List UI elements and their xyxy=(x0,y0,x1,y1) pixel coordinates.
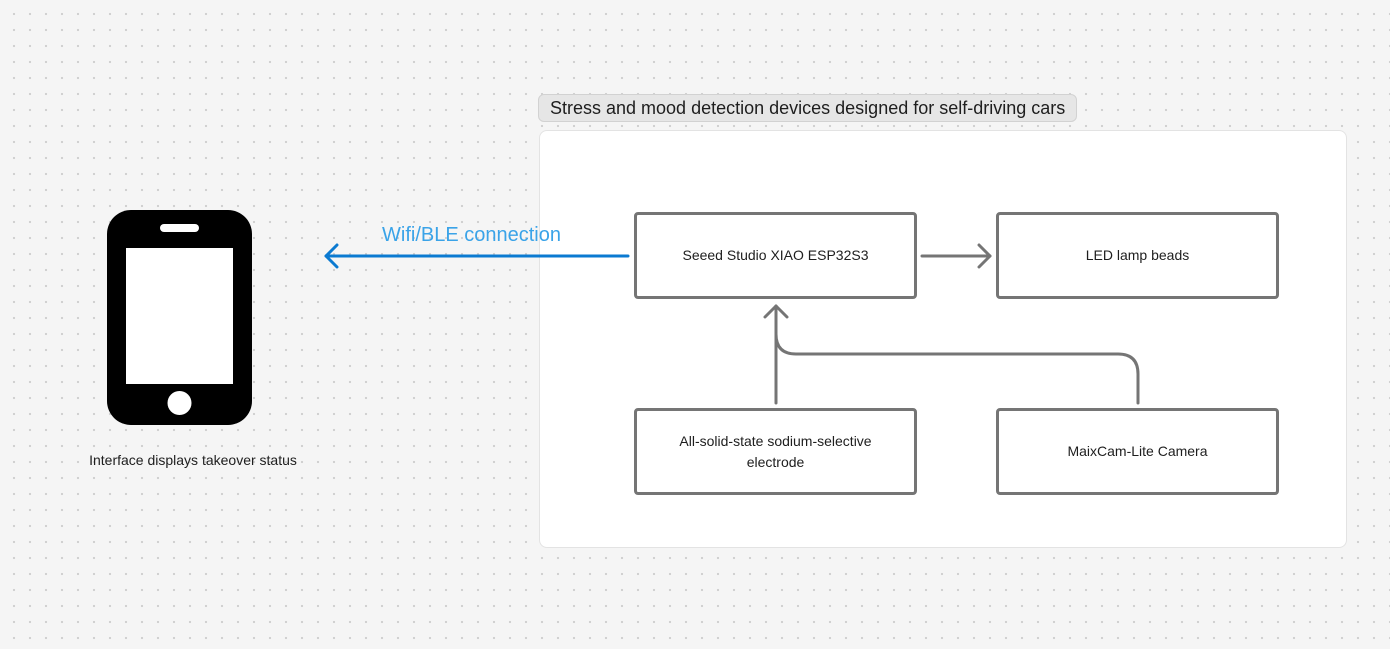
node-xiao-esp32s3[interactable]: Seeed Studio XIAO ESP32S3 xyxy=(634,212,917,299)
arrow-wireless-to-phone xyxy=(324,243,630,269)
node-sodium-electrode-label: All-solid-state sodium-selective electro… xyxy=(679,432,872,470)
smartphone-icon[interactable] xyxy=(106,209,253,426)
arrow-esp-to-led xyxy=(920,243,992,269)
wireless-connection-label: Wifi/BLE connection xyxy=(382,224,561,246)
node-led-lamp-beads-label: LED lamp beads xyxy=(1085,247,1190,263)
arrow-electrode-to-esp xyxy=(763,304,789,405)
arrow-camera-to-esp xyxy=(774,332,1140,405)
node-xiao-esp32s3-label: Seeed Studio XIAO ESP32S3 xyxy=(682,247,869,263)
group-title-label: Stress and mood detection devices design… xyxy=(538,94,1078,122)
node-led-lamp-beads[interactable]: LED lamp beads xyxy=(996,212,1279,299)
node-sodium-electrode[interactable]: All-solid-state sodium-selective electro… xyxy=(634,408,917,495)
node-maixcam-camera-label: MaixCam-Lite Camera xyxy=(1067,443,1208,459)
node-maixcam-camera[interactable]: MaixCam-Lite Camera xyxy=(996,408,1279,495)
phone-caption: Interface displays takeover status xyxy=(89,452,297,468)
